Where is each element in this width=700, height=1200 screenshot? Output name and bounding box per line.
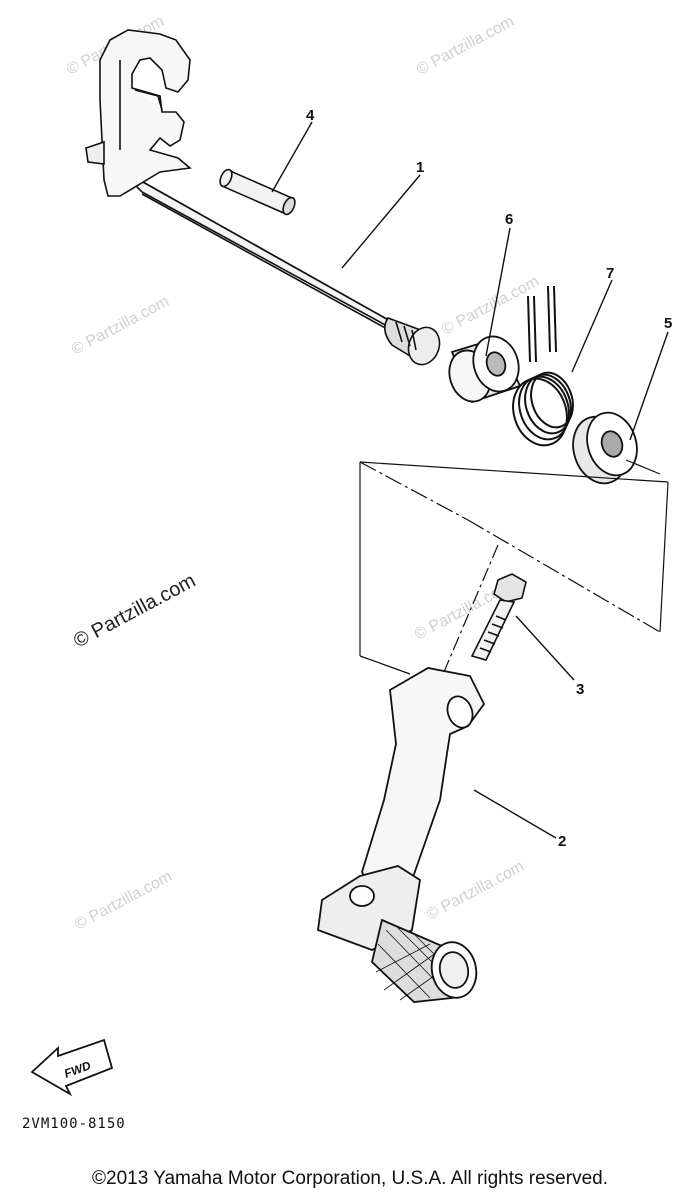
shift-shaft bbox=[85, 29, 441, 366]
shift-pedal bbox=[317, 667, 486, 1003]
fwd-arrow: FWD bbox=[30, 1038, 114, 1097]
watermark-lower-right: © Partzilla.com bbox=[424, 858, 527, 924]
watermark-lower-left: © Partzilla.com bbox=[72, 868, 175, 934]
watermark-top-right: © Partzilla.com bbox=[414, 13, 517, 79]
watermark-mid-left: © Partzilla.com bbox=[69, 293, 172, 359]
callout-1: 1 bbox=[416, 159, 424, 176]
diagram-code: 2VM100-8150 bbox=[22, 1116, 126, 1132]
callout-3: 3 bbox=[576, 681, 584, 698]
bolt bbox=[470, 573, 527, 661]
callouts: 1 2 3 4 5 6 7 bbox=[306, 107, 672, 850]
oil-seal bbox=[572, 411, 638, 485]
callout-2: 2 bbox=[558, 833, 566, 850]
leader-lines bbox=[271, 121, 669, 839]
callout-7: 7 bbox=[606, 265, 614, 282]
pin bbox=[219, 168, 296, 216]
collar bbox=[448, 335, 522, 404]
callout-4: 4 bbox=[306, 107, 315, 124]
watermark-center-left: © Partzilla.com bbox=[70, 570, 199, 653]
copyright-notice: ©2013 Yamaha Motor Corporation, U.S.A. A… bbox=[92, 1168, 608, 1189]
callout-6: 6 bbox=[505, 211, 513, 228]
callout-5: 5 bbox=[664, 315, 672, 332]
torsion-spring bbox=[512, 285, 574, 447]
alignment-lines bbox=[359, 459, 669, 701]
